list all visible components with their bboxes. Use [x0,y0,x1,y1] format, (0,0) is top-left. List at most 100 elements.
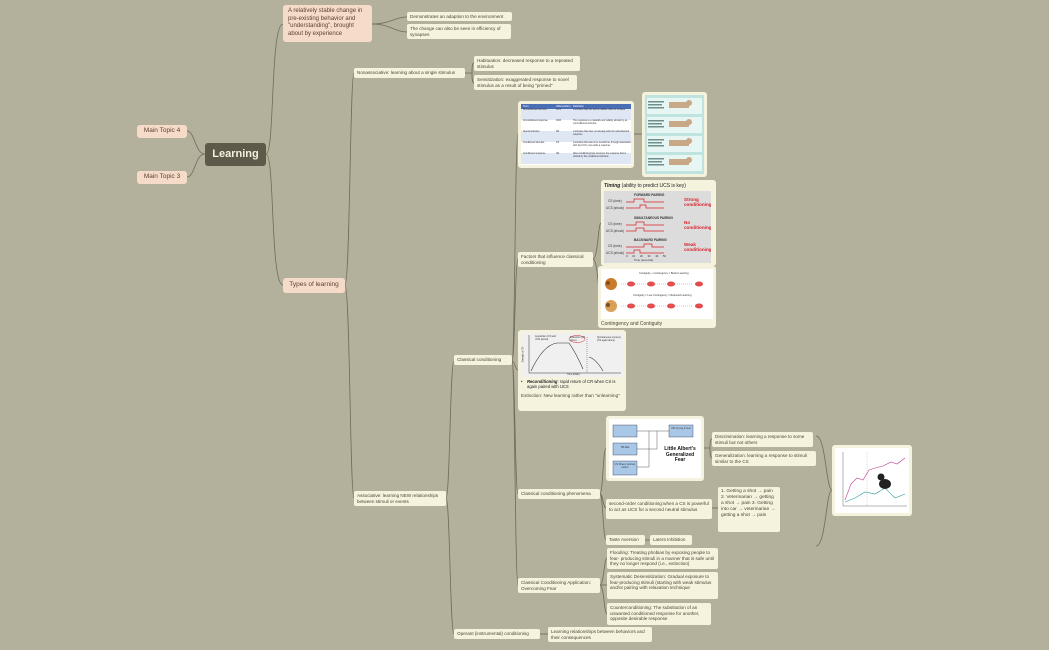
factors-node[interactable]: Factors that influence classical conditi… [518,252,593,267]
reconditioning-bold: Reconditioning [527,379,558,384]
reconditioning-text: : rapid return of CR when CS is again pa… [527,379,616,390]
timing-title: Timing (ability to predict UCS is key) [604,183,713,189]
table-header-abbreviation: Abbreviation [556,104,571,108]
table-cell: A stimulus that was once neutral but, th… [573,142,631,147]
associative-node[interactable]: Associative: learning NEW relationships … [354,491,446,506]
table-row: Neutral stimulus NS A stimulus that does… [521,131,631,142]
ucs-label: UCS (shock) [606,229,625,234]
table-cell: Unconditioned response [523,120,548,122]
generalization-node[interactable]: Generalization: learning a response to s… [712,451,816,466]
timing-group-title: BACKWARD PAIRING [634,238,667,243]
table-cell: Conditioned response [523,153,546,155]
shot-chain-node[interactable]: 1. Getting a shot → pain 2. Veterinarian… [718,487,780,532]
generalization-graph [835,448,909,513]
dog-silhouette-icon [877,473,891,489]
extinction-caption: Extinction: New learning rather than "un… [521,392,620,398]
taste-aversion-node[interactable]: Taste Aversion [606,535,645,545]
albert-box-cs: CS Sheet, Animal, cotton [614,463,636,470]
table-header-definition: Definition [573,104,584,108]
meat-icon [627,281,703,309]
contingency-card[interactable]: Contiguity + Contingency = Better Learni… [598,266,716,328]
timing-verdict: Strong conditioning [684,197,711,208]
timing-title-rest: (ability to predict UCS is key) [620,183,686,189]
x-tick: 20 [639,254,643,259]
x-tick: 50 [662,254,666,259]
x-tick: 10 [632,254,636,259]
table-cell: A stimulus that can elicit a reliable re… [573,109,626,111]
types-of-learning-node[interactable]: Types of learning [283,278,345,293]
table-cell: UCR [556,120,561,122]
table-header-term: Term [523,104,529,108]
pavlov-panel [647,155,702,171]
systematic-desensitization-node[interactable]: Systematic Desensitization: Gradual expo… [607,572,718,599]
dog-head-icon [605,278,617,290]
albert-title: Little Albert's Generalized Fear [664,446,696,463]
extinction-phase-label: Extinction (CS alone) [570,336,586,342]
reconditioning-bullet: •Reconditioning: rapid return of CR when… [521,379,623,390]
x-tick: 40 [655,254,659,259]
table-cell: After conditioning has occurred, the res… [573,153,626,158]
extinction-x-label: Time (trials) [567,373,580,376]
term-table: Term Abbreviation Definition Uncondition… [521,104,631,165]
x-tick: 30 [647,254,651,259]
timing-group-title: SIMULTANEOUS PAIRING [634,216,673,221]
table-cell: CR [556,153,560,155]
counterconditioning-node[interactable]: Counterconditioning: The substitution of… [607,603,711,625]
ucs-label: UCS (shock) [606,251,625,256]
extinction-phase-label: Acquisition (CS and UCS paired) [535,335,556,341]
contingency-row-title: Contiguity + Contingency = Better Learni… [639,272,689,275]
root-topic-learning[interactable]: Learning [205,143,266,166]
second-order-node[interactable]: second-order conditioning:when a CS is p… [606,499,712,519]
timing-card[interactable]: Timing (ability to predict UCS is key) F… [601,180,716,266]
timing-verdict: Weak conditioning [684,242,711,253]
pavlov-image-card[interactable] [642,92,707,177]
cs-label: CS (tone) [608,222,622,227]
albert-box-ns: NS Rat [620,446,630,449]
table-row: Conditioned stimulus CS A stimulus that … [521,142,631,153]
contingency-figure: Contiguity + Contingency = Better Learni… [601,269,713,319]
extinction-phase-label: Spontaneous recovery (CS again alone) [597,336,621,342]
definition-child-adaption[interactable]: Demonstrates an adaption to the environm… [407,12,512,21]
albert-box-ur: UR Crying & fear [671,427,691,430]
habituation-node[interactable]: Habituation: decreased response to a rep… [474,56,580,71]
table-row: Conditioned response CR After conditioni… [521,153,631,164]
classical-conditioning-node[interactable]: Classical conditioning [454,355,512,365]
pavlov-experiment-image [645,95,704,174]
timing-verdict: No conditioning [684,220,711,231]
pavlov-panel [647,117,702,133]
x-tick: 0 [626,254,628,259]
flooding-node[interactable]: Flooding: Treating phobias by exposing p… [607,548,718,569]
timing-figure: FORWARD PAIRING SIMULTANEOUS PAIRING BAC… [604,191,711,264]
table-cell: Neutral stimulus [523,131,540,133]
main-topic-4[interactable]: Main Topic 4 [137,125,187,138]
term-table-card[interactable]: Term Abbreviation Definition Uncondition… [518,101,634,168]
table-row: Unconditioned stimulus UCS A stimulus th… [521,109,631,120]
table-cell: Unconditioned stimulus [523,109,547,111]
phenomena-node[interactable]: Classical conditioning phenomena [518,489,600,499]
timing-x-ticks: 0 10 20 30 40 50 [626,254,666,259]
timing-group-title: FORWARD PAIRING [634,193,665,198]
definition-child-synapses[interactable]: The change can also be seen in efficienc… [407,24,511,39]
timing-x-label: Time (seconds) [634,258,654,263]
albert-card[interactable]: UR Crying & fear NS Rat CS Sheet, Animal… [606,416,704,481]
table-cell: CS [556,142,560,144]
cs-label: CS (tone) [608,199,622,204]
definition-node[interactable]: A relatively stable change in pre-existi… [283,5,372,42]
extinction-y-label: Strength of CR [521,346,525,363]
latent-inhibition-node[interactable]: Latent Inhibition [650,535,692,545]
sensitization-node[interactable]: Sensitization: exaggerated response to n… [474,75,577,90]
discrimination-node[interactable]: Discrimination: learning a response to s… [712,432,813,447]
table-cell: NS [556,131,560,133]
main-topic-3[interactable]: Main Topic 3 [137,171,187,184]
operant-child-node[interactable]: Learning relationships between behaviors… [548,627,652,642]
extinction-card[interactable]: Acquisition (CS and UCS paired) Extincti… [518,330,626,411]
contingency-row-title: Contiguity = Low Contingency = Reduced L… [633,294,692,297]
table-cell: A stimulus that does not already elicit … [573,131,630,136]
generalization-graph-card[interactable] [832,445,912,516]
application-node[interactable]: Classical Conditioning Application: Over… [518,578,600,593]
albert-diagram: UR Crying & fear NS Rat CS Sheet, Animal… [609,419,701,478]
operant-conditioning-node[interactable]: Operant (instrumental) conditioning [454,629,540,639]
pavlov-panel [647,98,702,114]
nonassociative-node[interactable]: Nonassociative: learning about a single … [354,68,465,78]
